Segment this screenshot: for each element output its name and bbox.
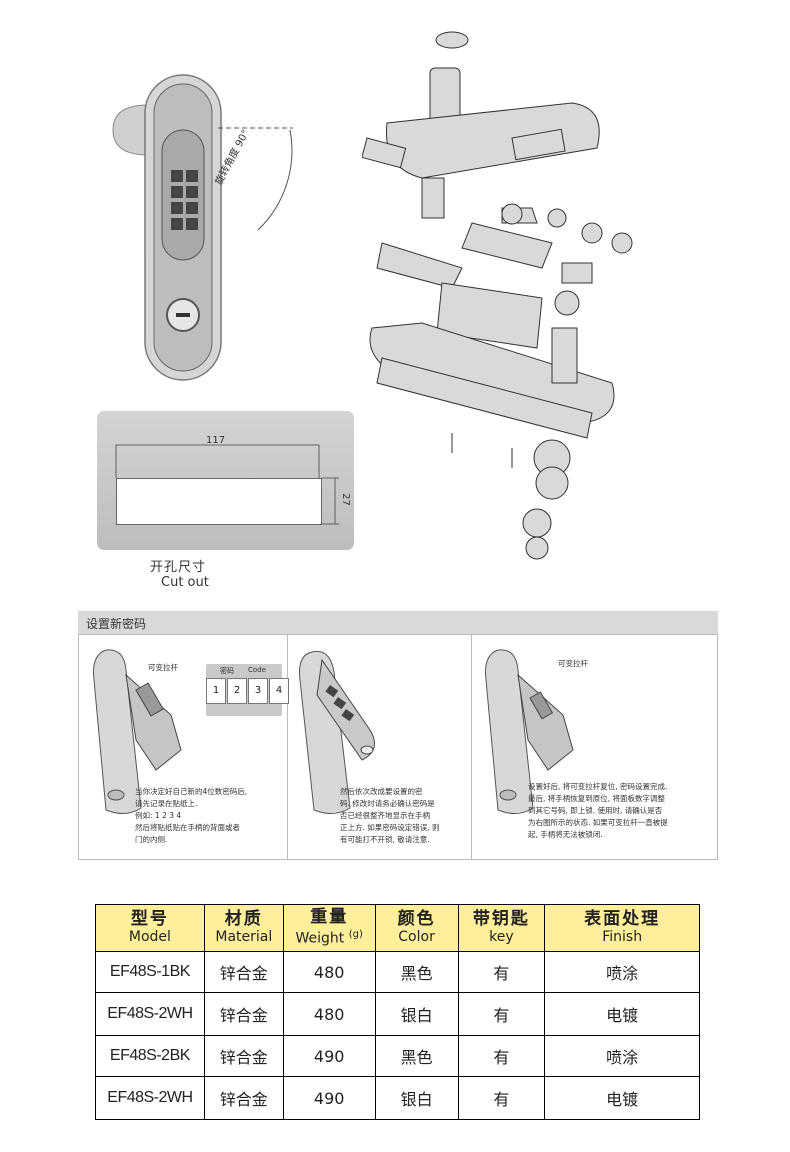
setup-divider-2 xyxy=(471,634,472,860)
code-digits: 1 2 3 4 xyxy=(206,678,290,704)
table-row: EF48S-2WH 锌合金 490 银白 有 电镀 xyxy=(95,1076,700,1120)
code-digit-4: 4 xyxy=(269,678,289,704)
cell-material: 锌合金 xyxy=(203,951,284,993)
panel2-instructions: 然后依次改成要设置的密 码. 修改时请务必确认密码是 否已经很整齐地显示在手柄 … xyxy=(340,787,440,844)
table-row: EF48S-2BK 锌合金 490 黑色 有 喷涂 xyxy=(95,1035,700,1077)
code-digit-1: 1 xyxy=(206,678,226,704)
table-row: EF48S-1BK 锌合金 480 黑色 有 喷涂 xyxy=(95,951,700,993)
setup-instructions-box xyxy=(78,634,718,860)
cell-color: 黑色 xyxy=(374,1035,459,1077)
cell-key: 有 xyxy=(457,992,546,1036)
cell-model: EF48S-2WH xyxy=(95,1076,205,1120)
code-header-en: Code xyxy=(248,666,266,674)
panel3-instructions: 设置好后, 将可变拉杆复位, 密码设置完成. 最后, 将手柄恢复到原位, 将面板… xyxy=(528,782,668,839)
cell-material: 锌合金 xyxy=(203,1035,284,1077)
cell-model: EF48S-1BK xyxy=(95,951,205,993)
code-digit-2: 2 xyxy=(227,678,247,704)
panel1-instructions: 当你决定好自己新的4位数密码后, 请先记录在贴纸上. 例如: 1 2 3 4 然… xyxy=(135,787,248,844)
cell-color: 黑色 xyxy=(374,951,459,993)
setup-handle-illustration-2 xyxy=(299,650,375,814)
cell-finish: 喷涂 xyxy=(544,1035,700,1077)
setup-header-bar xyxy=(78,611,718,634)
cell-color: 银白 xyxy=(374,1076,459,1120)
cell-color: 银白 xyxy=(374,992,459,1036)
cell-key: 有 xyxy=(457,1076,546,1120)
table-row: EF48S-2WH 锌合金 480 银白 有 电镀 xyxy=(95,992,700,1036)
cell-weight: 480 xyxy=(282,951,376,993)
cell-weight: 490 xyxy=(282,1076,376,1120)
cell-model: EF48S-2BK xyxy=(95,1035,205,1077)
setup-handle-illustration-3 xyxy=(485,649,574,814)
cell-key: 有 xyxy=(457,951,546,993)
exploded-view-drawing xyxy=(362,31,633,560)
cutout-title-cn: 开孔尺寸 xyxy=(150,560,207,575)
setup-title: 设置新密码 xyxy=(86,617,147,631)
cell-finish: 电镀 xyxy=(544,992,700,1036)
cell-finish: 喷涂 xyxy=(544,951,700,993)
cell-weight: 480 xyxy=(282,992,376,1036)
code-digit-3: 3 xyxy=(248,678,268,704)
cell-finish: 电镀 xyxy=(544,1076,700,1120)
setup-divider-1 xyxy=(287,634,288,860)
cutout-width-value: 117 xyxy=(206,435,226,446)
cell-material: 锌合金 xyxy=(203,1076,284,1120)
cutout-rectangle xyxy=(116,478,322,525)
cutout-height-value: 27 xyxy=(339,493,351,506)
cutout-dimension-lines xyxy=(115,444,339,525)
handle-front-drawing xyxy=(112,74,293,381)
cell-key: 有 xyxy=(457,1035,546,1077)
panel3-lever-label: 可变拉杆 xyxy=(558,659,588,668)
cell-model: EF48S-2WH xyxy=(95,992,205,1036)
cell-weight: 490 xyxy=(282,1035,376,1077)
code-header-cn: 密码 xyxy=(220,667,234,675)
setup-handle-illustration-1 xyxy=(93,649,182,814)
cell-material: 锌合金 xyxy=(203,992,284,1036)
panel1-lever-label: 可变拉杆 xyxy=(148,663,178,672)
cutout-title-en: Cut out xyxy=(161,575,209,590)
